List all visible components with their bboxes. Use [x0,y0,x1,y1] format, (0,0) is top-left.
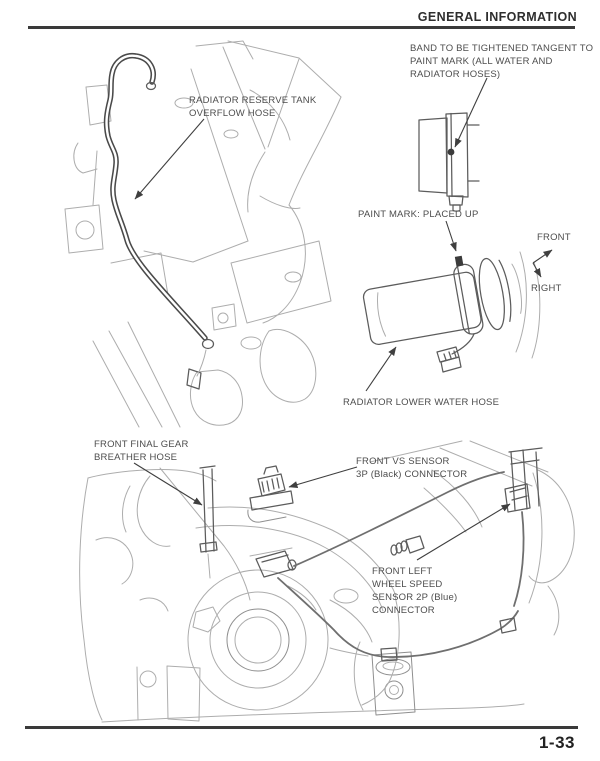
callout-front: FRONT [537,232,571,243]
callout-reserve-tank-hose: RADIATOR RESERVE TANK OVERFLOW HOSE [189,95,317,119]
reserve-tank-hose-diagram [64,40,342,428]
direction-arrows [532,249,553,278]
right-arrow-icon [532,262,542,278]
band-clamp-diagram [418,77,488,212]
callout-band: BAND TO BE TIGHTENED TANGENT TO PAINT MA… [410,43,594,80]
header-rule [28,26,575,29]
callout-vs-sensor: FRONT VS SENSOR 3P (Black) CONNECTOR [356,456,468,480]
callout-lower-water-hose: RADIATOR LOWER WATER HOSE [343,397,500,408]
callout-breather-hose: FRONT FINAL GEAR BREATHER HOSE [94,439,189,463]
callout-wheel-speed-sensor: FRONT LEFT WHEEL SPEED SENSOR 2P (Blue) … [372,566,458,616]
callout-paint-mark: PAINT MARK: PLACED UP [358,209,479,220]
final-gear-diagram [79,440,575,723]
callout-right: RIGHT [531,283,562,294]
page-number: 1-33 [538,733,575,752]
lower-water-hose-diagram [362,220,541,392]
paint-mark-dot [447,148,455,156]
paint-mark-on-band [454,255,464,267]
page-title: GENERAL INFORMATION [417,10,577,24]
front-arrow-icon [532,249,553,264]
footer-rule [25,726,578,729]
